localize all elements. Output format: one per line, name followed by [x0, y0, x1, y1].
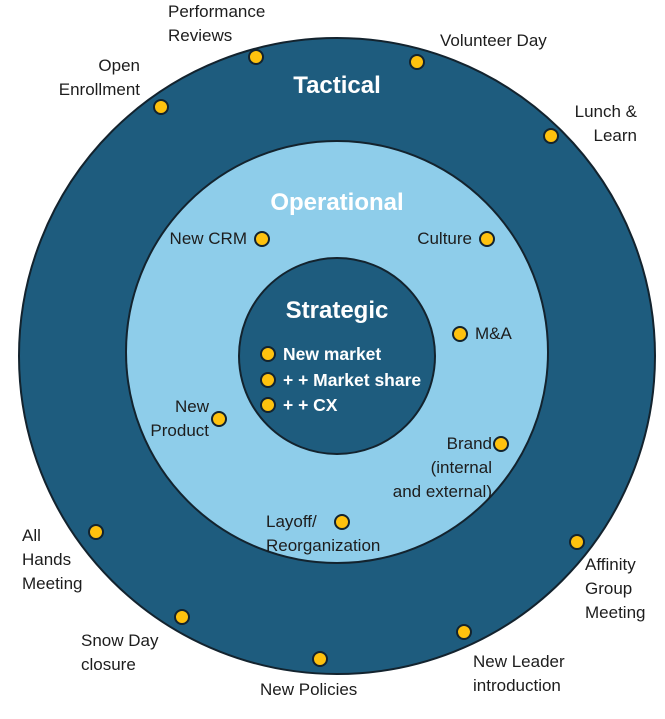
affinity-group-meeting-label: Affinity Group Meeting — [585, 555, 646, 622]
m-and-a-label: M&A — [475, 324, 512, 343]
new-leader-introduction-dot — [456, 624, 472, 640]
open-enrollment-dot — [153, 99, 169, 115]
brand-dot — [493, 436, 509, 452]
cx-label: + + CX — [283, 395, 338, 415]
ring-title-strategic: Strategic — [285, 297, 389, 324]
snow-day-closure-label: Snow Day closure — [81, 631, 159, 674]
snow-day-closure-dot — [174, 609, 190, 625]
volunteer-day-label: Volunteer Day — [440, 31, 547, 50]
m-and-a-dot — [452, 326, 468, 342]
market-share-dot — [260, 372, 276, 388]
brand-label: Brand (internal and external) — [392, 434, 492, 501]
ring-title-tactical: Tactical — [293, 72, 381, 99]
all-hands-meeting-label: All Hands Meeting — [22, 526, 83, 593]
new-crm-label: New CRM — [169, 229, 247, 248]
new-product-dot — [211, 411, 227, 427]
new-policies-dot — [312, 651, 328, 667]
market-share-label: + + Market share — [283, 370, 422, 390]
volunteer-day-dot — [409, 54, 425, 70]
performance-reviews-dot — [248, 49, 264, 65]
new-product-label: New Product — [150, 397, 209, 440]
new-policies-label: New Policies — [260, 680, 358, 699]
new-market-dot — [260, 346, 276, 362]
layoff-reorganization-label: Layoff/ Reorganization — [266, 512, 381, 555]
new-market-label: New market — [283, 344, 382, 364]
culture-label: Culture — [417, 229, 472, 248]
lunch-and-learn-dot — [543, 128, 559, 144]
affinity-group-meeting-dot — [569, 534, 585, 550]
new-crm-dot — [254, 231, 270, 247]
open-enrollment-label: Open Enrollment — [58, 56, 140, 99]
layoff-reorganization-dot — [334, 514, 350, 530]
cx-dot — [260, 397, 276, 413]
all-hands-meeting-dot — [88, 524, 104, 540]
lunch-and-learn-label: Lunch & Learn — [574, 102, 637, 145]
performance-reviews-label: Performance Reviews — [168, 2, 266, 45]
new-leader-introduction-label: New Leader introduction — [473, 652, 565, 695]
culture-dot — [479, 231, 495, 247]
ring-title-operational: Operational — [270, 189, 404, 216]
